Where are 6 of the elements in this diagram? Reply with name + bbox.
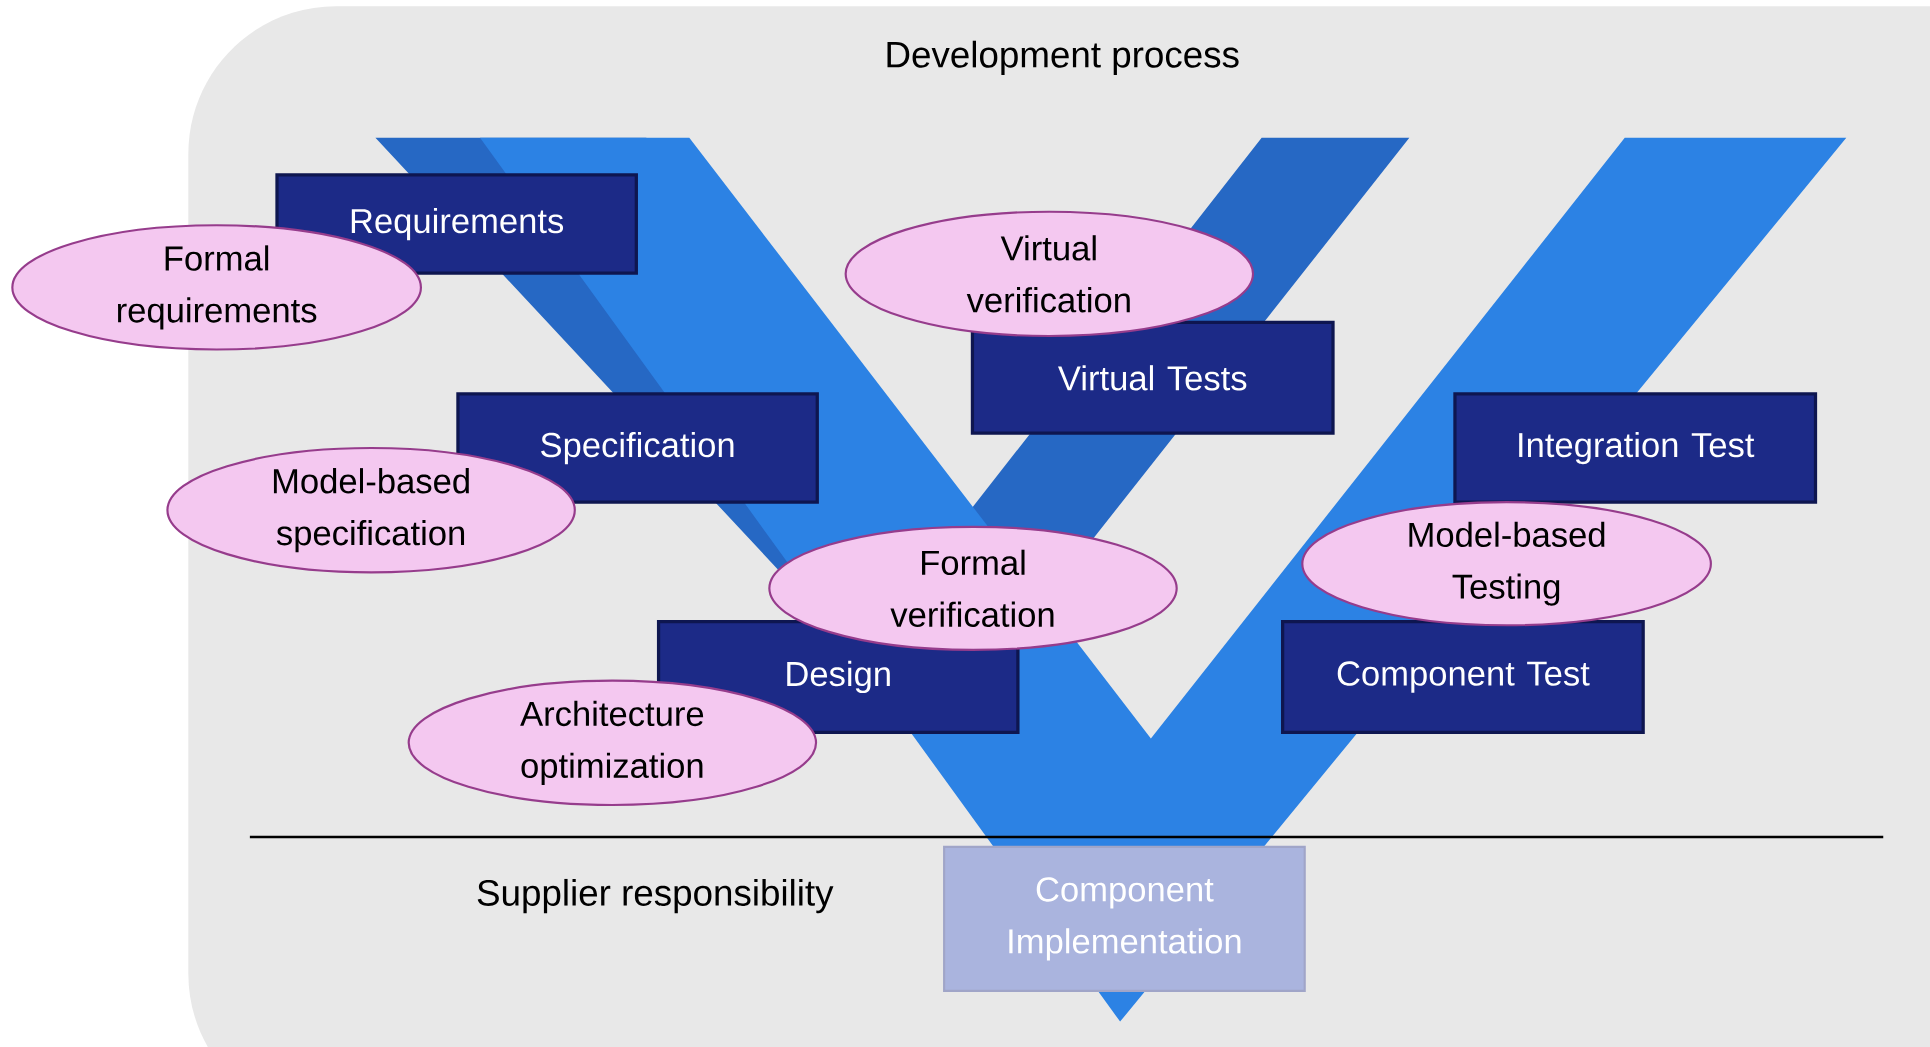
process-box: Virtual Tests	[970, 320, 1335, 435]
process-box: Component Implementation	[943, 845, 1306, 992]
process-box: Component Test	[1281, 619, 1645, 734]
process-box: Integration Test	[1453, 392, 1818, 504]
title: Development process	[887, 40, 1239, 75]
region-label: Supplier responsibility	[477, 878, 834, 913]
